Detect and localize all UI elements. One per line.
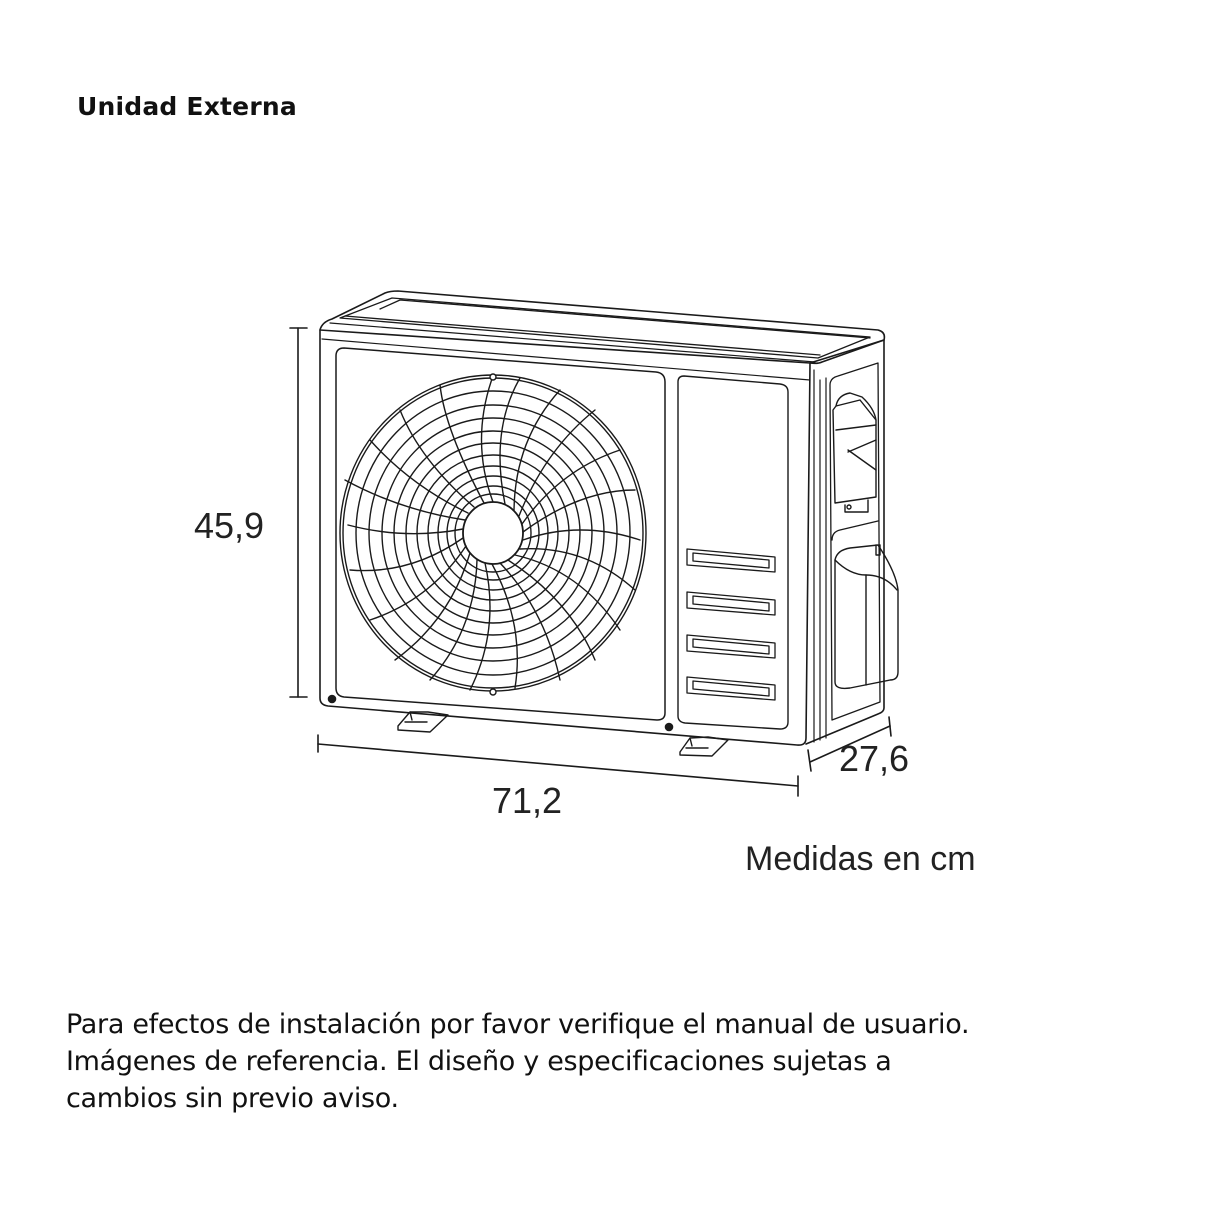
disclaimer-line: cambios sin previo aviso. [66, 1083, 399, 1114]
depth-dimension-label: 27,6 [839, 738, 910, 779]
vent-slots [686, 548, 776, 701]
disclaimer-text: Para efectos de instalación por favor ve… [66, 1006, 1186, 1117]
depth-dimension-line [807, 716, 892, 772]
units-label: Medidas en cm [745, 840, 976, 878]
fan-panel [327, 347, 674, 732]
unit-body [319, 290, 886, 746]
disclaimer-line: Imágenes de referencia. El diseño y espe… [66, 1046, 892, 1077]
fan-grille [339, 373, 647, 696]
width-dimension-label: 71,2 [492, 780, 563, 821]
page-title: Unidad Externa [77, 92, 297, 121]
width-dimension-line [317, 734, 799, 797]
height-dimension-label: 45,9 [194, 505, 265, 546]
disclaimer-line: Para efectos de instalación por favor ve… [66, 1009, 970, 1040]
height-dimension-line [289, 327, 308, 698]
service-panel [677, 375, 789, 730]
side-valve-covers [831, 392, 899, 690]
unit-feet [397, 711, 729, 757]
